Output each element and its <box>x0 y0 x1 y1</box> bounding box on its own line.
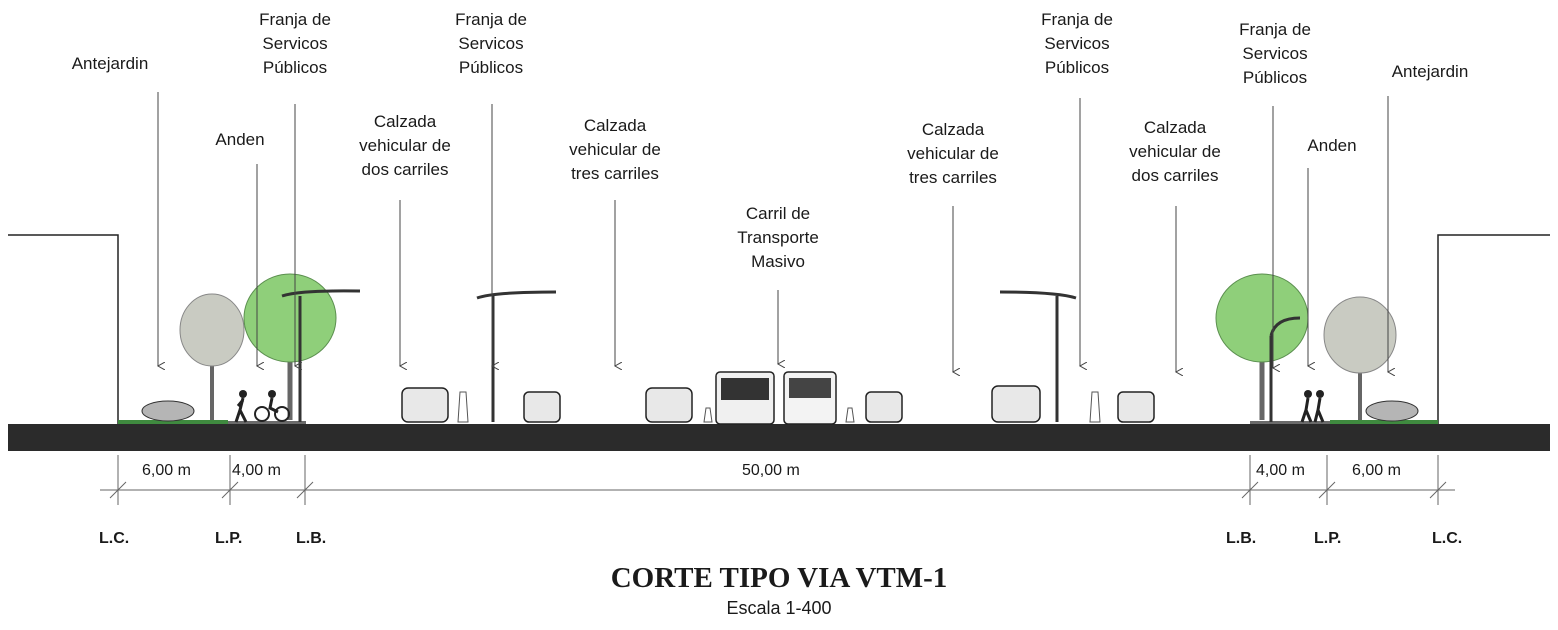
label-franja-left-2: Franja de Servicos Públicos <box>436 8 546 80</box>
bollard-2 <box>703 407 713 423</box>
label-line: Públicos <box>262 58 328 77</box>
street-lamp-1 <box>281 289 361 422</box>
line-lc-right: L.C. <box>1432 530 1463 547</box>
car-5 <box>991 385 1041 423</box>
label-line: tres carriles <box>571 164 659 183</box>
grass-left <box>118 420 228 424</box>
dimension-left-antejardin: 6,00 m <box>142 462 191 479</box>
scale-label: Escala 1-400 <box>726 598 832 618</box>
label-antejardin-right: Antejardin <box>1370 60 1490 84</box>
label-calzada-tres-left: Calzada vehicular de tres carriles <box>550 114 680 186</box>
label-franja-left-1: Franja de Servicos Públicos <box>240 8 350 80</box>
bollard-3 <box>845 407 855 423</box>
tree-green-right <box>1215 273 1309 420</box>
car-3 <box>645 387 693 423</box>
label-line: Públicos <box>1044 58 1110 77</box>
label-anden-right: Anden <box>1282 134 1382 158</box>
sidewalk-right <box>1250 421 1330 424</box>
cyclist-left <box>254 390 290 422</box>
pedestrian-left <box>234 390 248 423</box>
label-line: vehicular de <box>359 136 451 155</box>
label-line: Transporte <box>737 228 819 247</box>
line-lp-right: L.P. <box>1314 530 1342 547</box>
label-line: Carril de <box>745 204 811 223</box>
label-line: Anden <box>1307 136 1357 155</box>
pedestrians-right <box>1300 390 1325 423</box>
label-line: tres carriles <box>909 168 997 187</box>
label-line: Servicos <box>1044 34 1110 53</box>
tree-grey-right <box>1323 296 1397 420</box>
building-right-outline <box>1437 234 1550 424</box>
line-lc-left: L.C. <box>99 530 130 547</box>
label-line: Antejardin <box>71 54 149 73</box>
street-lamp-4 <box>1269 316 1301 422</box>
label-line: Servicos <box>262 34 328 53</box>
label-line: Servicos <box>1242 44 1308 63</box>
shrubs-right <box>1365 400 1419 422</box>
building-left-outline <box>8 234 119 424</box>
line-lb-left: L.B. <box>296 530 327 547</box>
sidewalk-left <box>228 421 306 424</box>
grass-right <box>1330 420 1438 424</box>
dimension-left-anden: 4,00 m <box>232 462 281 479</box>
page-title: CORTE TIPO VIA VTM-1 <box>610 562 948 594</box>
car-2 <box>523 391 561 423</box>
label-line: Franja de <box>1041 10 1113 29</box>
bollard-1 <box>457 391 469 423</box>
label-calzada-dos-right: Calzada vehicular de dos carriles <box>1110 116 1240 188</box>
label-line: Servicos <box>458 34 524 53</box>
label-line: dos carriles <box>361 160 449 179</box>
street-lamp-2 <box>476 290 557 422</box>
label-line: dos carriles <box>1131 166 1219 185</box>
tree-green-left <box>243 273 337 420</box>
shrubs-left <box>141 400 195 422</box>
label-calzada-dos-left: Calzada vehicular de dos carriles <box>340 110 470 182</box>
label-line: Públicos <box>1242 68 1308 87</box>
label-line: Franja de <box>259 10 331 29</box>
dimension-center: 50,00 m <box>742 462 800 479</box>
label-line: Calzada <box>373 112 437 131</box>
dimension-right-antejardin: 6,00 m <box>1352 462 1401 479</box>
dimension-line <box>100 455 1455 505</box>
label-carril-transporte: Carril de Transporte Masivo <box>715 202 841 274</box>
label-antejardin-left: Antejardin <box>50 52 170 76</box>
label-line: Antejardin <box>1391 62 1469 81</box>
label-line: Franja de <box>1239 20 1311 39</box>
label-line: Masivo <box>751 252 805 271</box>
label-franja-right-2: Franja de Servicos Públicos <box>1220 18 1330 90</box>
car-4 <box>865 391 903 423</box>
bollard-4 <box>1089 391 1101 423</box>
label-line: Franja de <box>455 10 527 29</box>
car-1 <box>401 387 449 423</box>
label-line: Calzada <box>1143 118 1207 137</box>
label-calzada-tres-right: Calzada vehicular de tres carriles <box>888 118 1018 190</box>
label-line: Anden <box>215 130 265 149</box>
label-line: vehicular de <box>907 144 999 163</box>
line-lb-right: L.B. <box>1226 530 1257 547</box>
tree-grey-left <box>179 293 245 420</box>
car-6 <box>1117 391 1155 423</box>
dimension-right-anden: 4,00 m <box>1256 462 1305 479</box>
bus-1 <box>715 371 775 425</box>
bus-2 <box>783 371 837 425</box>
label-line: Calzada <box>583 116 647 135</box>
label-anden-left: Anden <box>190 128 290 152</box>
street-lamp-3 <box>999 290 1077 422</box>
label-line: Calzada <box>921 120 985 139</box>
label-line: vehicular de <box>1129 142 1221 161</box>
label-line: Públicos <box>458 58 524 77</box>
label-franja-right-1: Franja de Servicos Públicos <box>1022 8 1132 80</box>
road-slab <box>8 424 1550 451</box>
line-lp-left: L.P. <box>215 530 243 547</box>
label-line: vehicular de <box>569 140 661 159</box>
